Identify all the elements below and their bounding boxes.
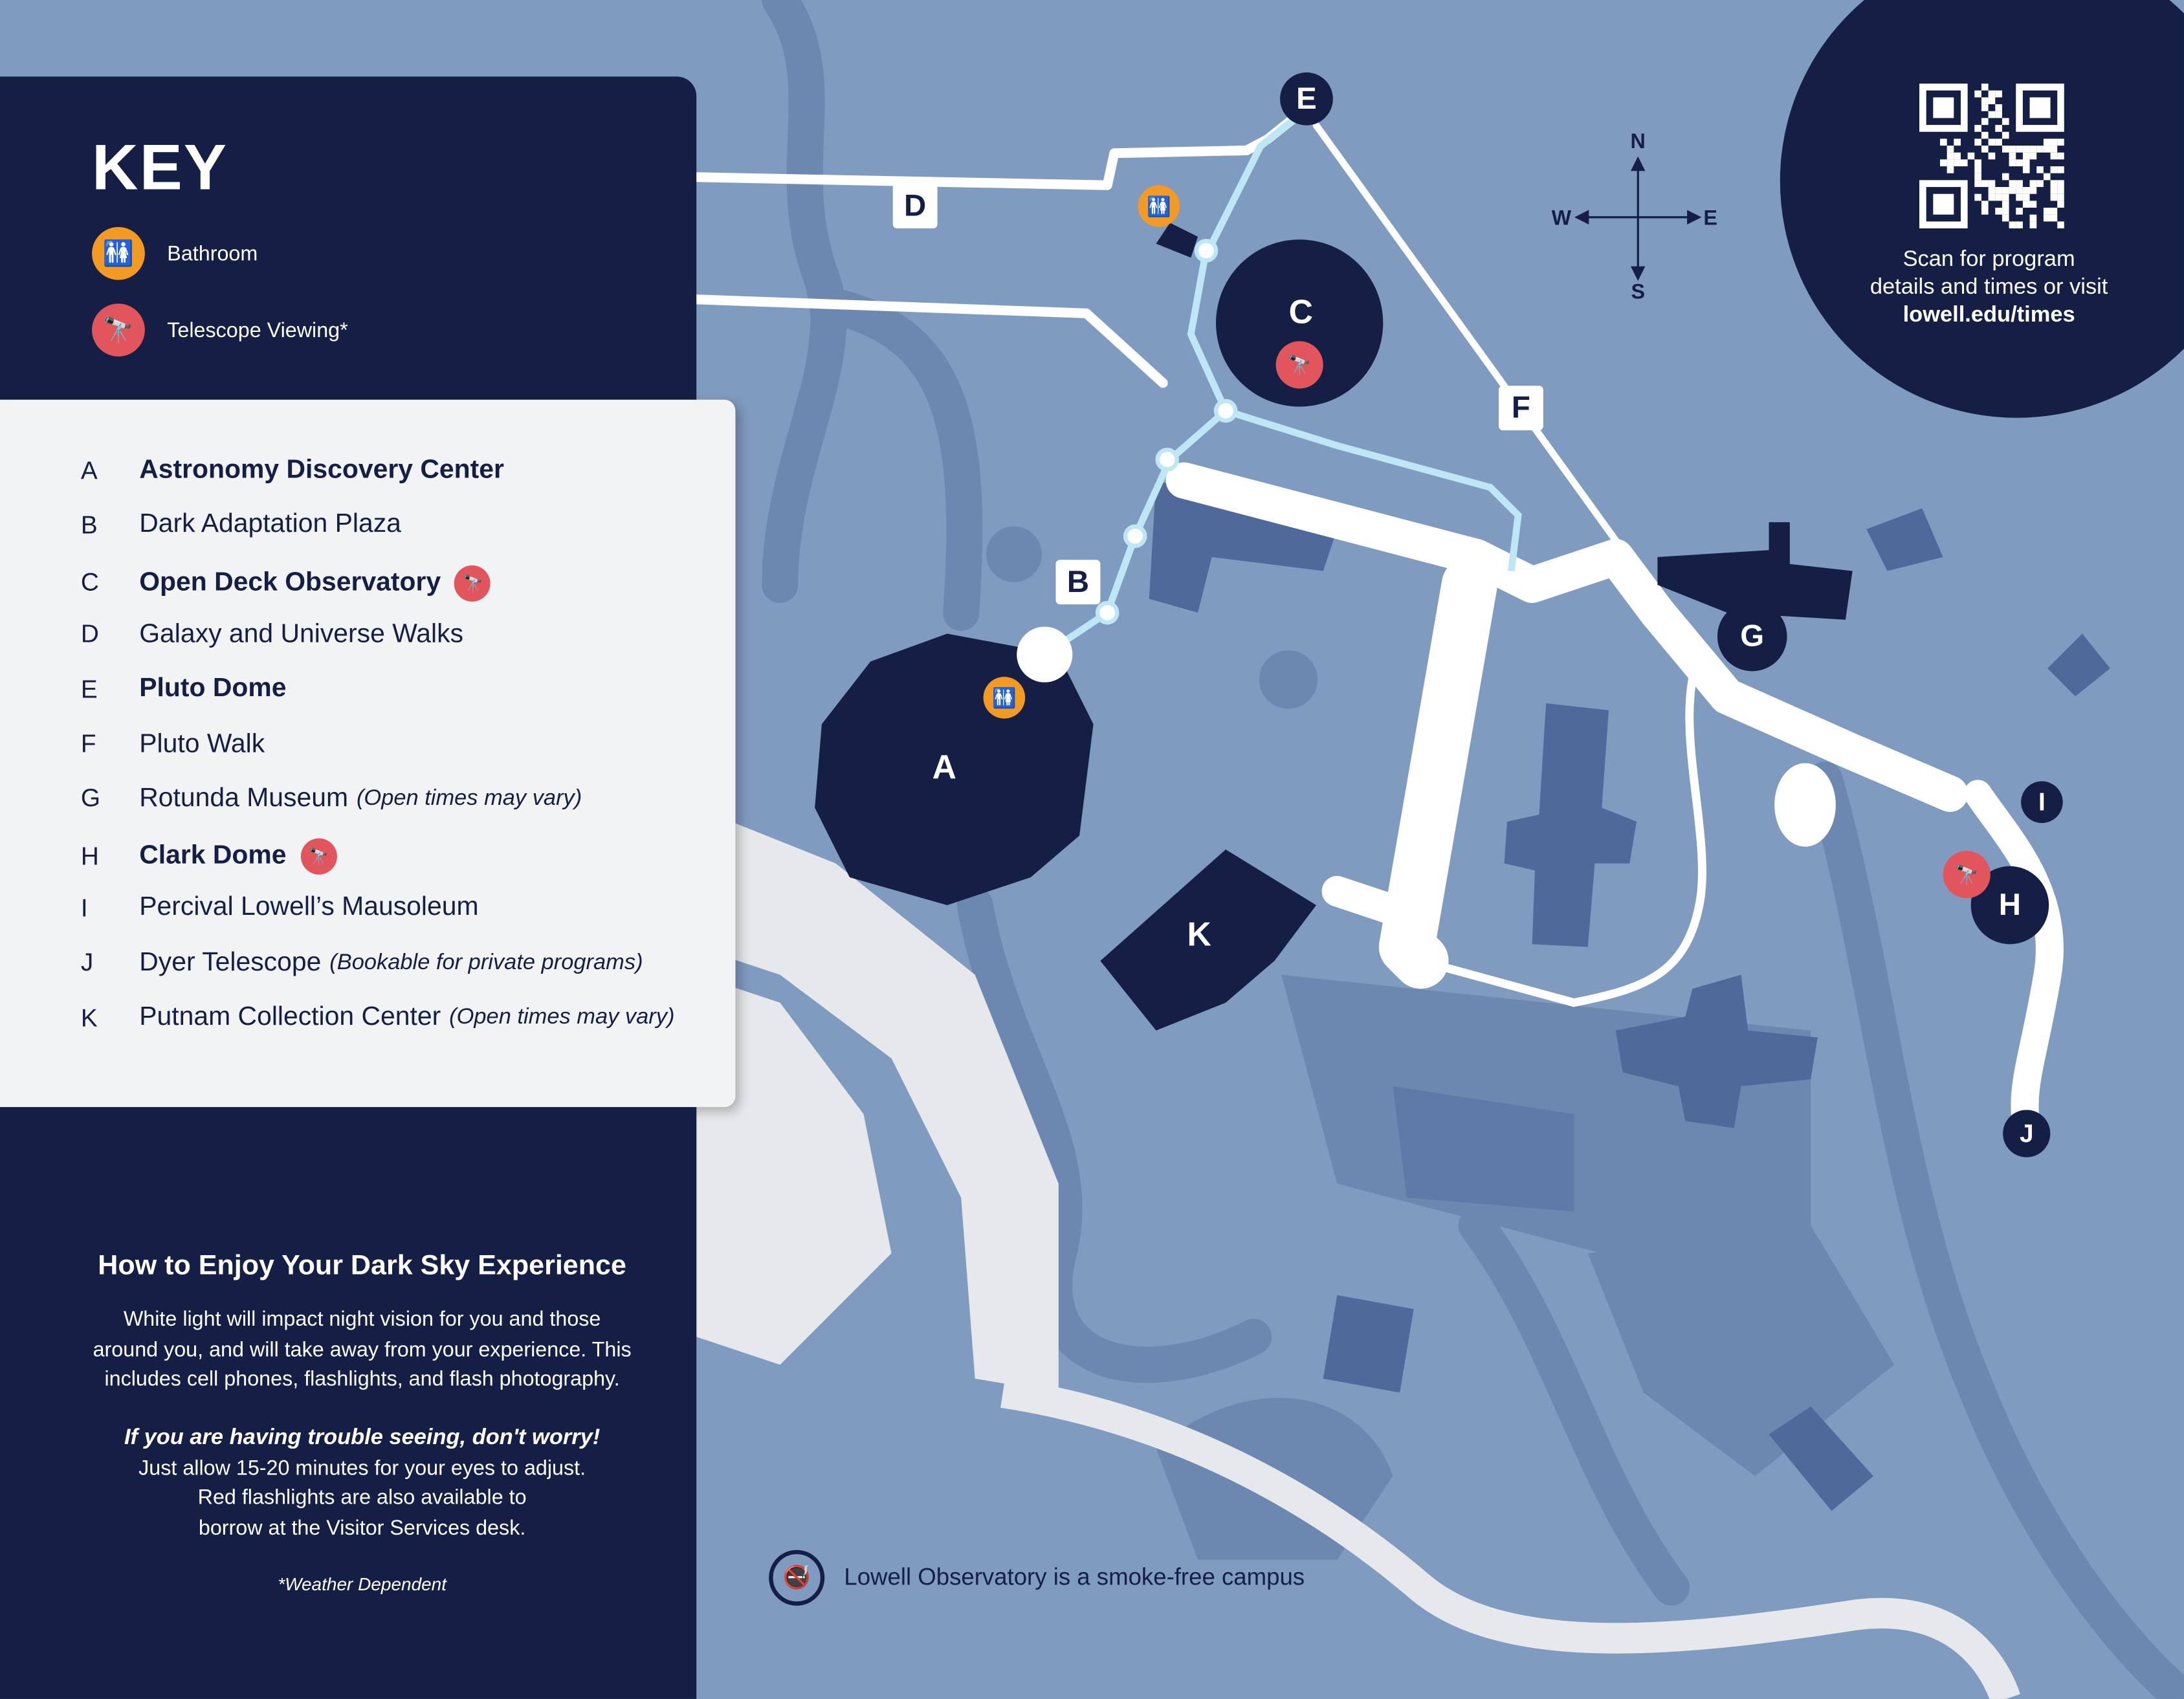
key-item-name: Dyer Telescope — [139, 948, 322, 978]
key-header-panel: KEY 🚻 Bathroom 🔭 Telescope Viewing* — [0, 76, 697, 411]
bathroom-icon: 🚻 — [1138, 185, 1180, 227]
key-item-name: Open Deck Observatory — [139, 567, 441, 597]
key-item-i[interactable]: I Percival Lowell’s Mausoleum — [0, 893, 479, 924]
scan-line: details and times or visit — [1870, 276, 2108, 300]
key-item-j[interactable]: J Dyer Telescope (Bookable for private pro… — [0, 948, 643, 978]
compass-north: N — [1630, 130, 1646, 154]
path-nodes — [1095, 239, 1238, 625]
key-item-name: Pluto Walk — [139, 729, 265, 758]
map-label-i[interactable]: I — [2021, 781, 2063, 824]
parking-area — [696, 807, 1059, 1393]
key-item-name: Galaxy and Universe Walks — [139, 619, 464, 649]
smoke-free-notice: 🚭 Lowell Observatory is a smoke-free cam… — [769, 1550, 1305, 1606]
telescope-icon: 🔭 — [300, 838, 337, 875]
landmark-buildings — [815, 223, 1853, 1031]
walking-paths — [528, 106, 2064, 1142]
key-item-letter: I — [80, 893, 88, 922]
map-label-b[interactable]: B — [1055, 560, 1101, 605]
key-item-d[interactable]: D Galaxy and Universe Walks — [0, 620, 463, 650]
terrain-areas — [986, 526, 1895, 1560]
tips-line: includes cell phones, flashlights, and f… — [104, 1367, 620, 1392]
map-label-j[interactable]: J — [2003, 1110, 2051, 1157]
scan-text: Scan for program details and times or vi… — [1808, 247, 2170, 330]
key-item-letter: H — [80, 842, 99, 870]
compass — [1574, 156, 1702, 281]
tips-paragraph-1: White light will impact night vision for… — [0, 1305, 724, 1395]
key-item-name: Percival Lowell’s Mausoleum — [139, 893, 479, 923]
key-item-name: Rotunda Museum — [139, 784, 349, 813]
key-item-f[interactable]: F Pluto Walk — [0, 729, 265, 760]
key-item-letter: K — [80, 1003, 98, 1031]
key-item-k[interactable]: K Putnam Collection Center (Open times may… — [0, 1002, 675, 1033]
building-open-deck-observatory — [1216, 239, 1384, 407]
map-label-a[interactable]: A — [932, 749, 956, 787]
key-item-h[interactable]: H Clark Dome 🔭 — [0, 838, 337, 875]
map-label-k[interactable]: K — [1187, 916, 1211, 954]
building-rotunda — [1657, 522, 1853, 620]
key-item-name: Astronomy Discovery Center — [139, 455, 504, 485]
telescope-icon: 🔭 — [454, 565, 491, 601]
key-item-letter: G — [80, 784, 101, 813]
key-item-name: Clark Dome — [139, 841, 287, 871]
tips-line: around you, and will take away from your… — [93, 1337, 632, 1361]
smoke-free-text: Lowell Observatory is a smoke-free campu… — [844, 1564, 1305, 1591]
tips-line: Red flashlights are also available to — [197, 1485, 527, 1510]
rotunda-lawn — [1774, 763, 1836, 847]
legend-telescope: 🔭 Telescope Viewing* — [92, 303, 348, 357]
key-item-letter: B — [80, 510, 98, 539]
compass-west: W — [1551, 206, 1572, 231]
compass-south: S — [1631, 280, 1646, 305]
main-road — [1000, 1377, 2020, 1699]
key-item-letter: A — [80, 455, 98, 484]
key-item-letter: J — [80, 948, 94, 977]
key-item-name: Putnam Collection Center — [139, 1002, 441, 1032]
scan-url-link[interactable]: lowell.edu/times — [1903, 303, 2075, 327]
key-item-note: (Open times may vary) — [356, 786, 582, 811]
key-item-note: (Bookable for private programs) — [329, 950, 643, 975]
key-title: KEY — [92, 131, 228, 204]
key-item-letter: D — [80, 620, 99, 648]
telescope-icon: 🔭 — [92, 303, 145, 357]
key-item-b[interactable]: B Dark Adaptation Plaza — [0, 510, 401, 540]
legend-label: Telescope Viewing* — [167, 318, 348, 342]
key-item-name: Pluto Dome — [139, 674, 287, 704]
telescope-icon: 🔭 — [1275, 341, 1323, 389]
key-item-a[interactable]: A Astronomy Discovery Center — [0, 455, 504, 486]
map-label-f[interactable]: F — [1498, 386, 1543, 431]
key-item-name: Dark Adaptation Plaza — [139, 510, 401, 540]
telescope-icon: 🔭 — [1943, 851, 1991, 899]
bathroom-icon: 🚻 — [983, 677, 1026, 719]
map-label-g[interactable]: G — [1717, 601, 1787, 672]
building-putnam-collection — [1100, 849, 1317, 1031]
bathroom-icon: 🚻 — [92, 226, 145, 280]
legend-bathroom: 🚻 Bathroom — [92, 226, 258, 280]
weather-footnote: *Weather Dependent — [278, 1573, 447, 1595]
map-label-c[interactable]: C — [1288, 294, 1314, 332]
key-item-g[interactable]: G Rotunda Museum (Open times may vary) — [0, 784, 582, 814]
tips-line: White light will impact night vision for… — [123, 1308, 601, 1332]
scan-line: Scan for program — [1903, 248, 2075, 272]
map-label-d[interactable]: D — [892, 184, 938, 228]
buildings — [1149, 480, 2110, 1511]
legend-label: Bathroom — [167, 241, 258, 266]
map-label-e[interactable]: E — [1280, 72, 1333, 126]
key-item-letter: E — [80, 675, 98, 703]
no-smoking-icon: 🚭 — [769, 1550, 825, 1606]
tips-paragraph-2: If you are having trouble seeing, don't … — [0, 1423, 724, 1543]
tips-panel: How to Enjoy Your Dark Sky Experience Wh… — [0, 1107, 697, 1699]
qr-code[interactable] — [1919, 83, 2064, 228]
tips-emphasis: If you are having trouble seeing, don't … — [124, 1426, 601, 1450]
tips-line: borrow at the Visitor Services desk. — [198, 1515, 526, 1540]
key-item-letter: F — [80, 729, 96, 758]
key-item-c[interactable]: C Open Deck Observatory 🔭 — [0, 565, 491, 601]
tips-line: Just allow 15-20 minutes for your eyes t… — [138, 1456, 586, 1480]
compass-east: E — [1703, 206, 1717, 231]
key-item-e[interactable]: E Pluto Dome — [0, 674, 287, 705]
tips-title: How to Enjoy Your Dark Sky Experience — [98, 1250, 626, 1282]
key-item-note: (Open times may vary) — [449, 1005, 675, 1029]
key-item-letter: C — [80, 568, 99, 597]
